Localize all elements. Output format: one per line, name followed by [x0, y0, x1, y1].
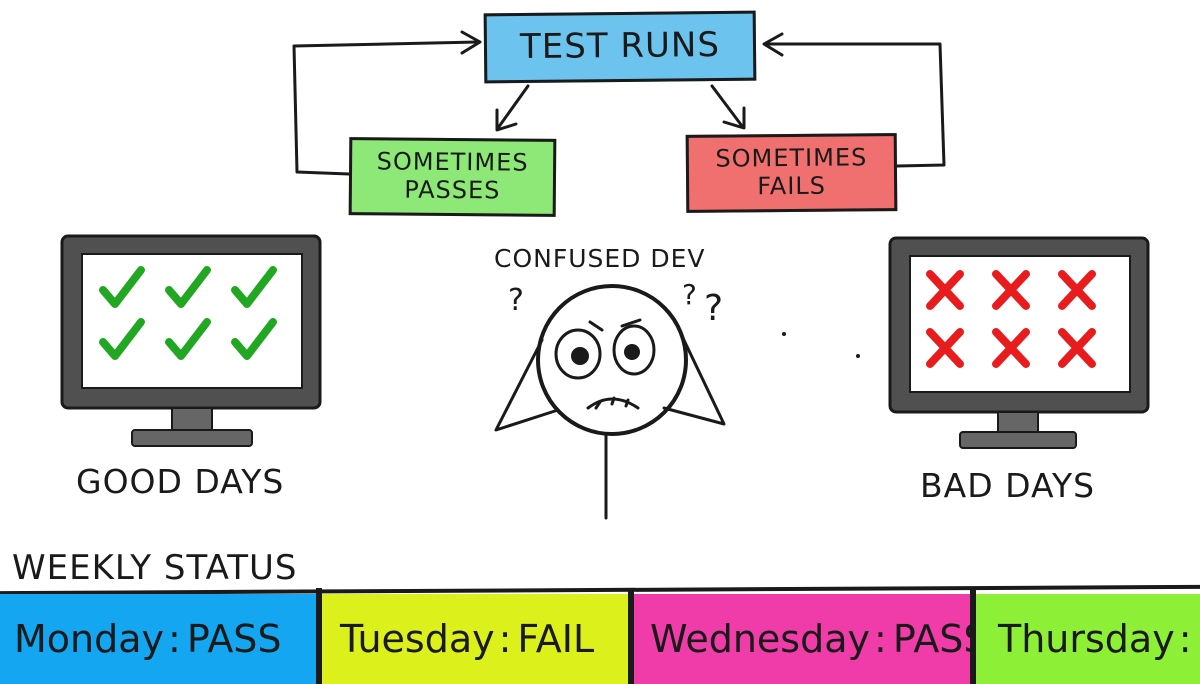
- day-name: Tuesday: [340, 617, 495, 661]
- day-name: Wednesday: [650, 617, 871, 661]
- loop-arrow-right-head: [762, 32, 784, 57]
- day-status: FAIL: [517, 617, 595, 661]
- day-separator: :: [874, 617, 887, 661]
- good-days-label: GOOD DAYS: [76, 462, 285, 501]
- day-status: PASS: [892, 617, 970, 661]
- question-mark-left: ?: [508, 283, 524, 318]
- confused-dev-label: CONFUSED DEV: [494, 244, 706, 273]
- day-monday: Monday:PASS: [0, 594, 316, 684]
- day-divider: [628, 588, 634, 684]
- loop-arrow-left: [292, 40, 480, 176]
- day-divider: [970, 588, 976, 684]
- loop-arrow-left-head: [460, 30, 482, 55]
- question-mark-right-1: ?: [682, 278, 697, 311]
- arrow-to-passes-head: [495, 108, 518, 132]
- weekly-status-row: Monday:PASS Tuesday:FAIL Wednesday:PASS …: [0, 594, 1200, 684]
- day-status: PASS: [186, 617, 282, 661]
- day-divider: [316, 588, 322, 684]
- bad-days-label: BAD DAYS: [920, 466, 1096, 505]
- loop-arrow-right: [763, 42, 946, 168]
- day-tuesday: Tuesday:FAIL: [322, 594, 628, 684]
- weekly-status-title: WEEKLY STATUS: [12, 548, 298, 588]
- day-status: F: [1198, 617, 1200, 661]
- arrow-to-fails: [710, 84, 744, 128]
- day-name: Thursday: [998, 617, 1175, 661]
- arrow-to-passes: [496, 84, 530, 130]
- day-name: Monday: [14, 617, 165, 661]
- day-separator: :: [168, 617, 181, 661]
- arrow-to-fails-head: [722, 106, 746, 130]
- day-thursday: Thursday:F: [976, 594, 1200, 684]
- day-wednesday: Wednesday:PASS: [634, 594, 970, 684]
- day-separator: :: [498, 617, 512, 661]
- question-mark-right-2: ?: [704, 288, 723, 329]
- day-separator: :: [1178, 617, 1192, 661]
